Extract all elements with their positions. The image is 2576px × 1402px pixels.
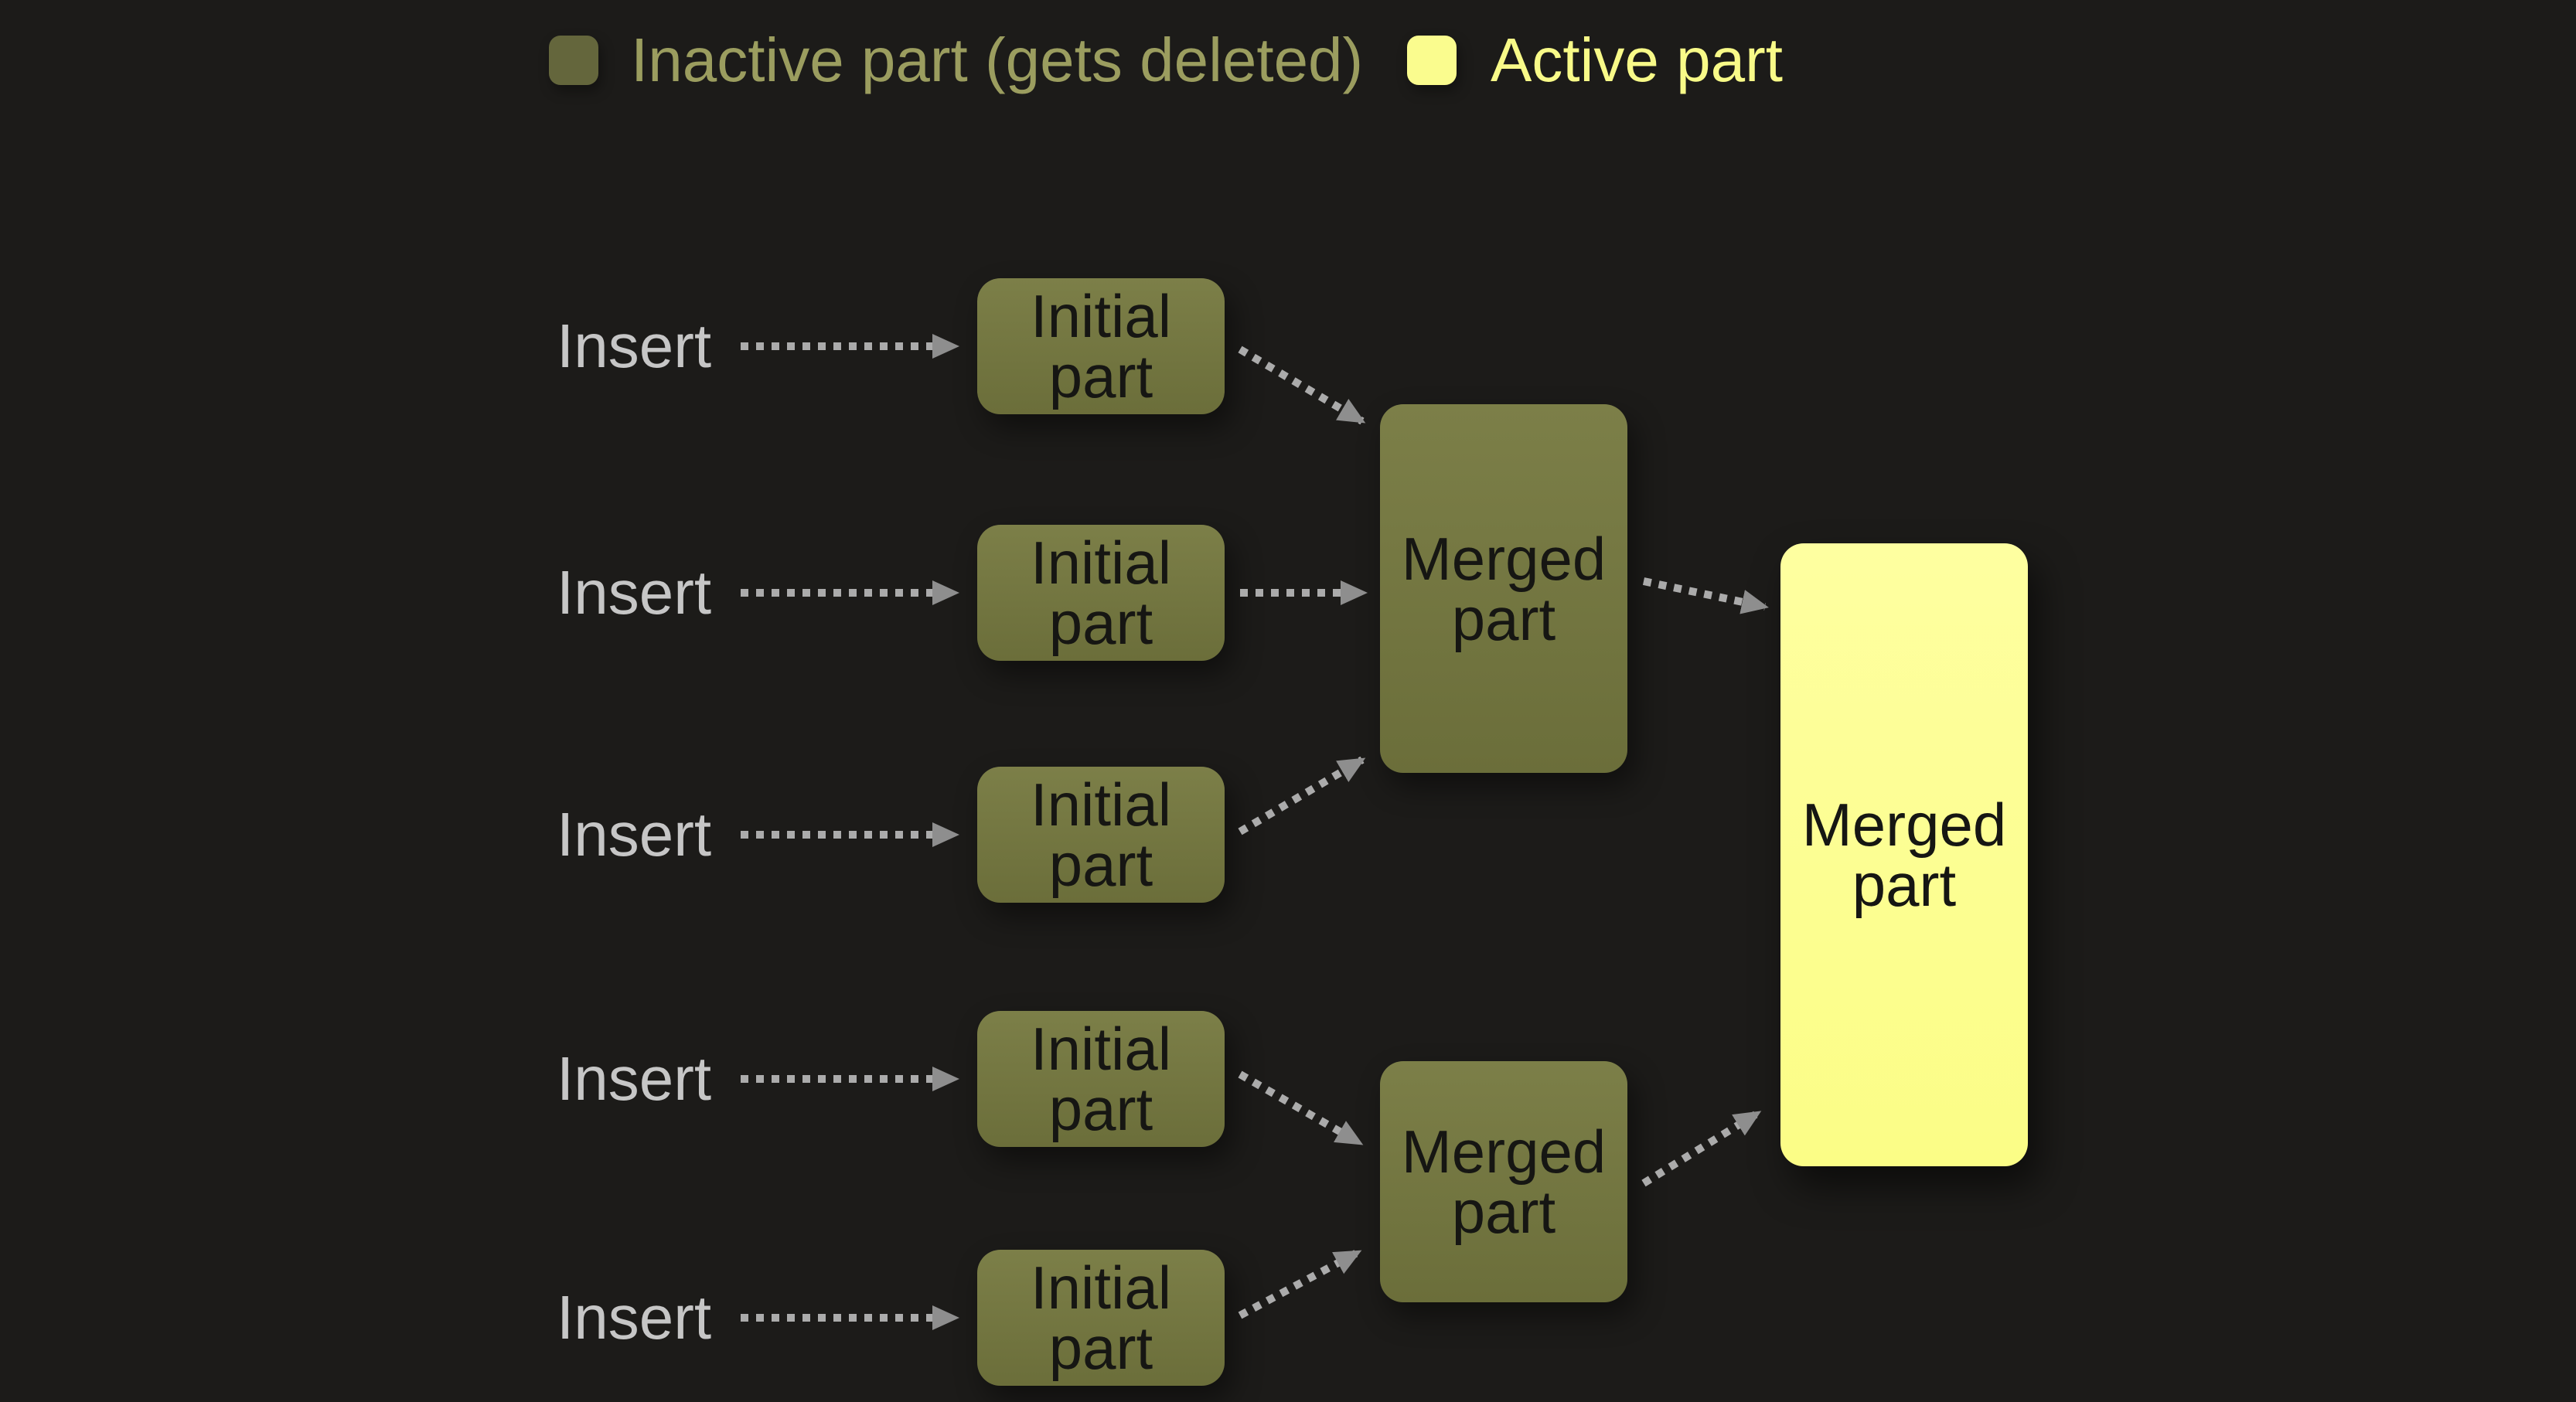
node-merged-part-1: Merged part [1380,404,1627,773]
node-label: Initial part [1030,282,1172,410]
node-label: Merged part [1801,791,2007,919]
arrow-merged2-to-final [1641,1109,1762,1187]
node-initial-part-2: Initial part [977,525,1225,661]
node-label: Initial part [1030,529,1172,657]
node-label: Initial part [1030,771,1172,899]
insert-label-3: Insert [557,800,712,869]
node-initial-part-4: Initial part [977,1011,1225,1147]
node-merged-part-final: Merged part [1780,543,2028,1166]
insert-label-1: Insert [557,311,712,380]
node-initial-part-5: Initial part [977,1250,1225,1386]
node-label: Initial part [1030,1015,1172,1143]
legend-item-active: Active part [1407,29,1783,91]
legend-label-inactive: Inactive part (gets deleted) [631,26,1364,94]
insert-label-5: Insert [557,1283,712,1352]
node-initial-part-3: Initial part [977,767,1225,903]
arrow-initial1-to-merged1 [1238,345,1366,425]
legend-label-active: Active part [1491,26,1783,94]
insert-label-4: Insert [557,1044,712,1113]
node-initial-part-1: Initial part [977,278,1225,414]
node-label: Merged part [1401,1118,1607,1246]
arrow-initial5-to-merged2 [1238,1248,1362,1319]
active-swatch [1407,36,1457,85]
inactive-swatch [549,36,598,85]
node-label: Merged part [1401,524,1607,653]
arrow-initial4-to-merged2 [1238,1070,1364,1147]
arrow-initial3-to-merged1 [1238,756,1366,835]
insert-label-2: Insert [557,558,712,627]
arrow-merged1-to-final [1642,577,1769,614]
node-label: Initial part [1030,1254,1172,1382]
legend-item-inactive: Inactive part (gets deleted) [549,29,1363,91]
node-merged-part-2: Merged part [1380,1061,1627,1302]
